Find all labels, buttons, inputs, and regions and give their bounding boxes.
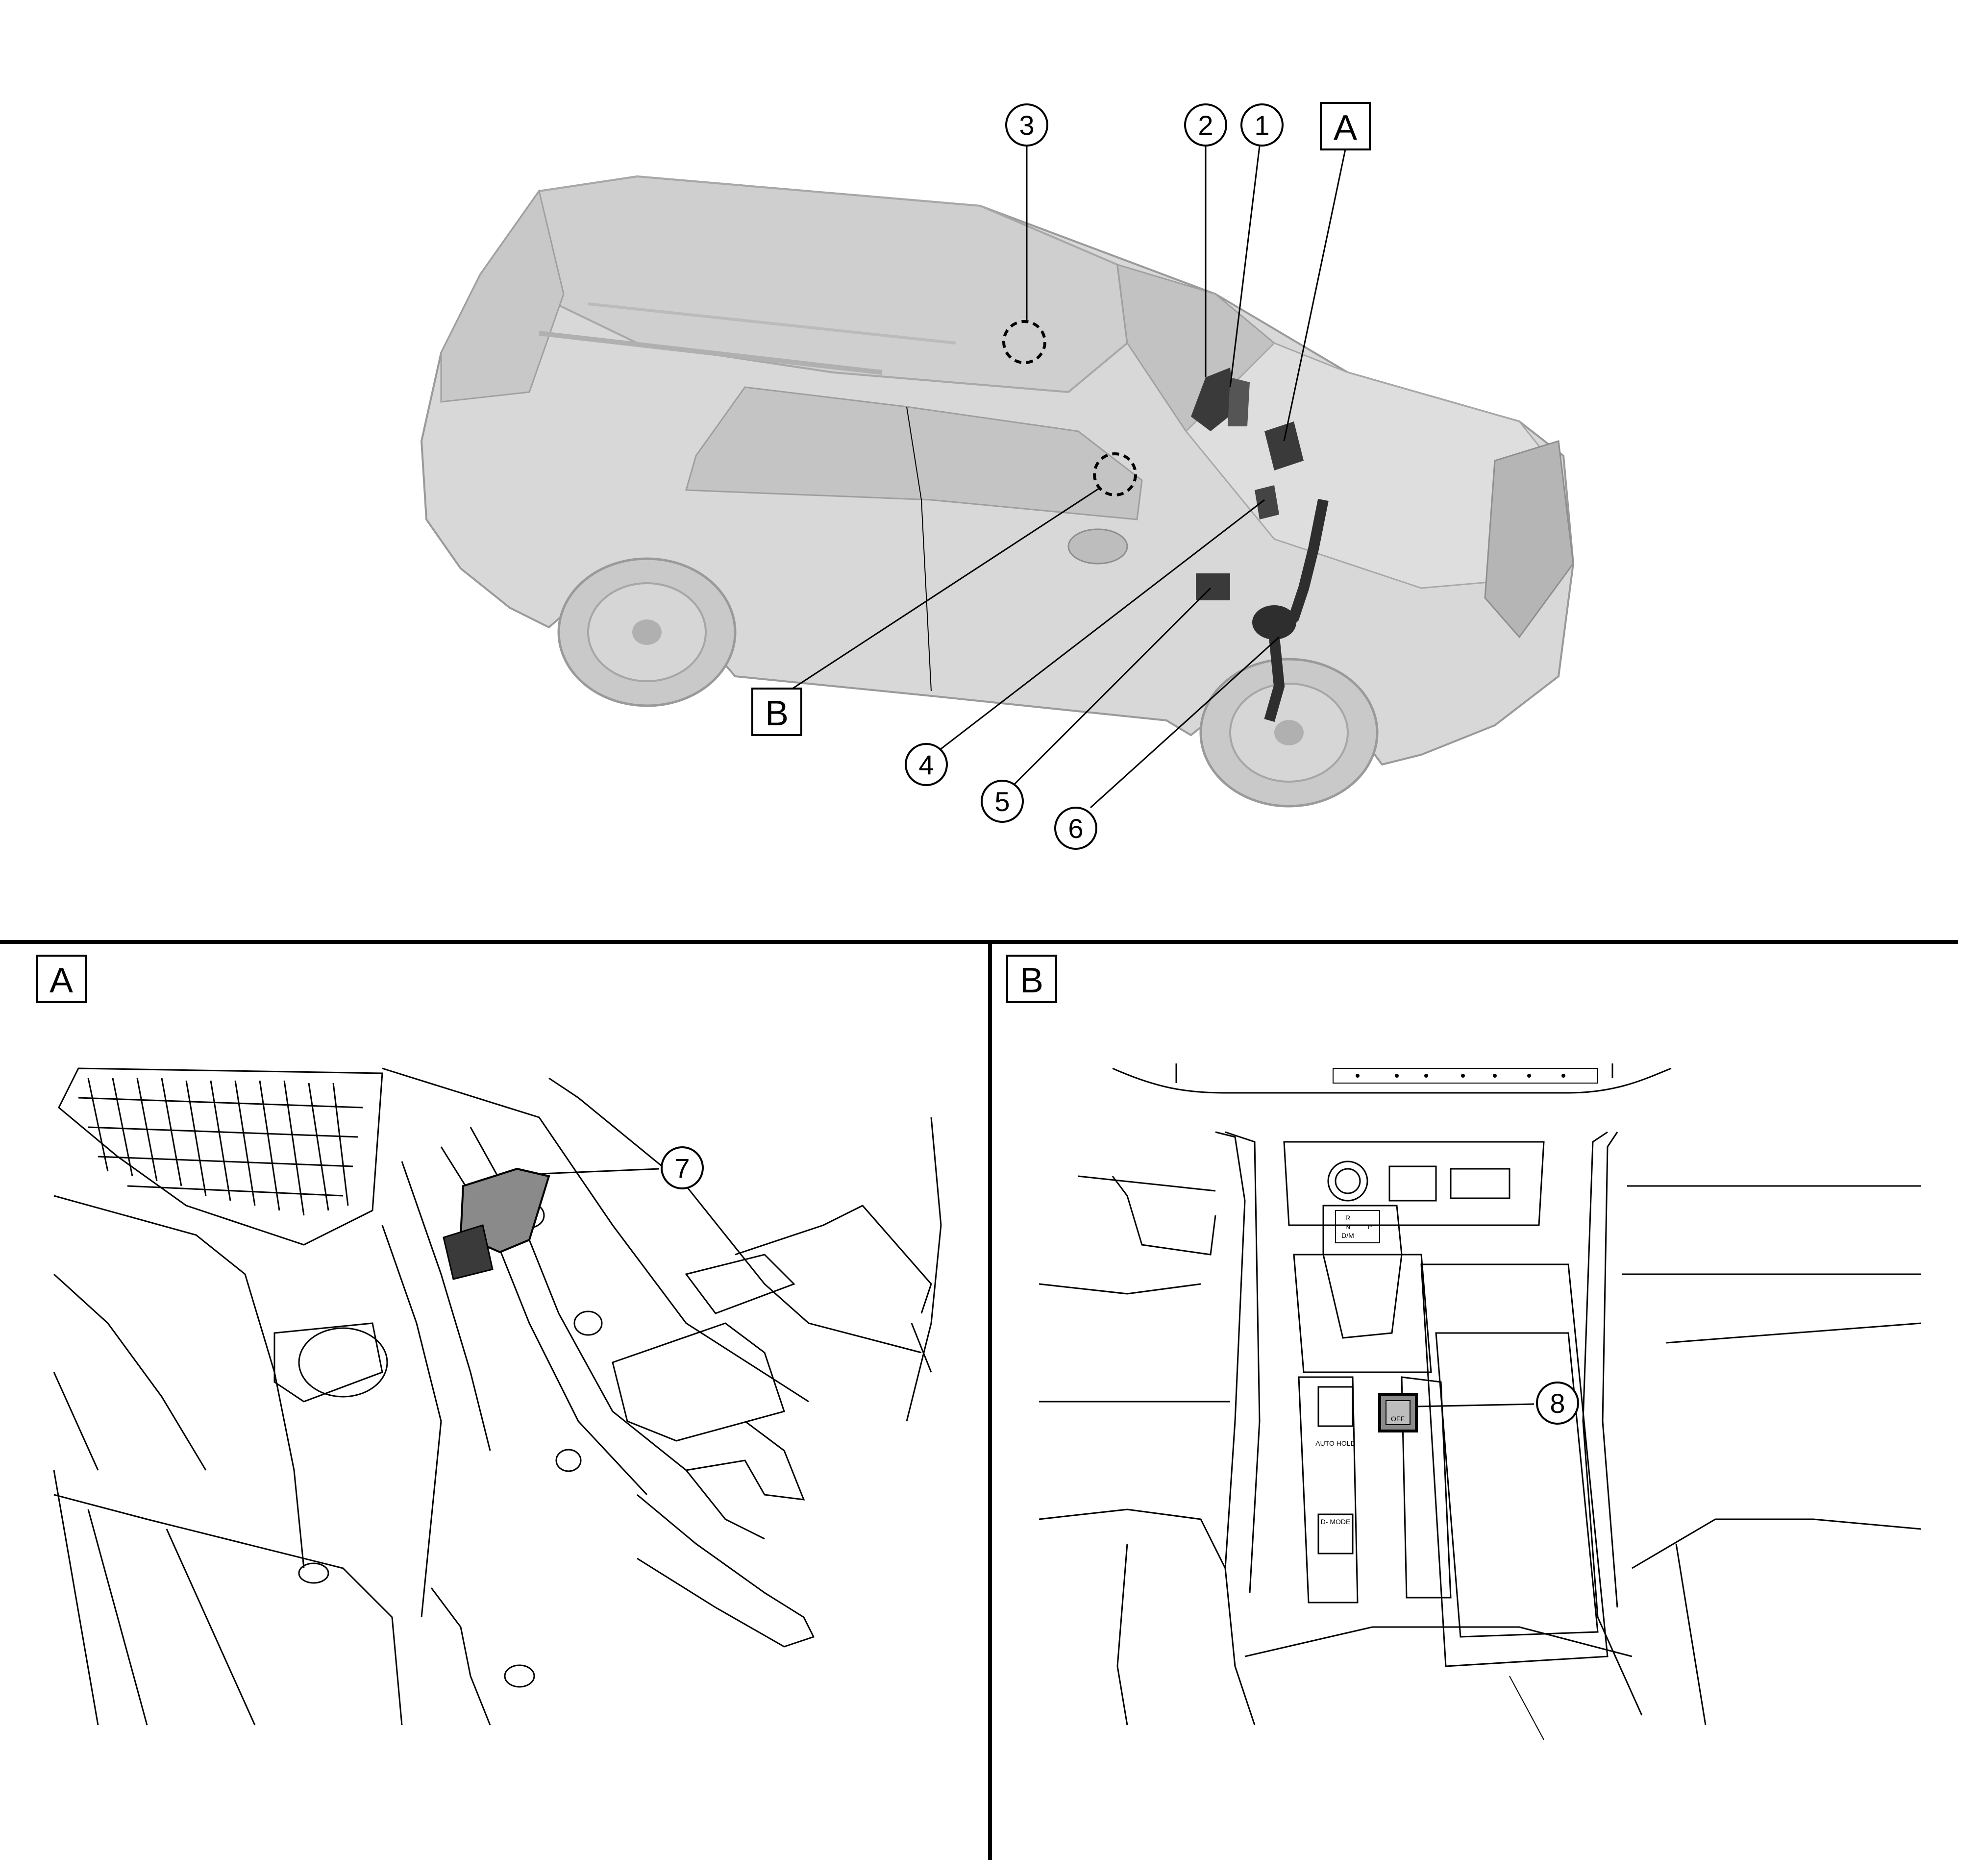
location-b-marker [1093, 452, 1137, 496]
detail-b-panel: B [1006, 955, 1922, 1740]
view-a-box: A [1320, 102, 1371, 150]
climate-icons [1356, 1074, 1565, 1078]
callout-3: 3 [1005, 103, 1048, 147]
component-4 [1255, 485, 1279, 519]
callout-2-label: 2 [1198, 110, 1213, 141]
vehicle-rear-glass [440, 189, 565, 403]
front-wheel [1199, 658, 1379, 808]
shifter-dm-label: D/M [1341, 1232, 1354, 1239]
shifter-n-label: N [1345, 1223, 1350, 1231]
component-2 [1191, 368, 1235, 431]
rear-wheel [557, 557, 737, 707]
callout-5: 5 [981, 780, 1024, 823]
component-8: OFF [1378, 1393, 1418, 1432]
component-7 [443, 1167, 550, 1280]
callout-4-label: 4 [918, 749, 934, 780]
detail-a-label: A [50, 961, 73, 1000]
callout-6: 6 [1054, 807, 1097, 850]
callout-6-label: 6 [1068, 813, 1083, 844]
detail-a-panel: A [36, 955, 942, 1726]
detail-a-box: A [36, 955, 87, 1003]
off-label: OFF [1391, 1415, 1405, 1423]
view-b-box: B [751, 688, 802, 736]
overview-leaders [792, 146, 1346, 809]
vehicle-mirror [1067, 528, 1128, 565]
shifter-r-label: R [1345, 1214, 1350, 1222]
callout-1: 1 [1240, 103, 1284, 147]
component-6 [1252, 498, 1329, 722]
callout-8: 8 [1536, 1382, 1579, 1425]
callout-7: 7 [661, 1146, 704, 1189]
detail-b-box: B [1006, 955, 1057, 1003]
callout-7-label: 7 [674, 1153, 690, 1184]
callout-5-label: 5 [994, 786, 1010, 817]
dashboard-trim [1112, 1063, 1672, 1094]
callout-2: 2 [1184, 103, 1227, 147]
pedal-assembly [53, 1067, 942, 1726]
callout-4: 4 [905, 743, 948, 786]
component-5 [1196, 573, 1230, 600]
location-3-marker [1002, 320, 1046, 364]
d-mode-label: D- MODE [1321, 1518, 1351, 1526]
center-console: R N D/M P AUTO HOLD D- MODE [1039, 1131, 1922, 1740]
callout-8-label: 8 [1550, 1388, 1565, 1419]
vehicle-overview [420, 175, 1575, 808]
detail-b-label: B [1020, 961, 1043, 1000]
callout-1-label: 1 [1254, 110, 1269, 141]
shifter-p-label: P [1367, 1223, 1372, 1231]
vehicle-grille [1484, 440, 1574, 639]
auto-hold-label: AUTO HOLD [1315, 1439, 1355, 1447]
view-b-label: B [765, 694, 789, 733]
component-7-overview [1264, 421, 1304, 470]
view-a-label: A [1334, 108, 1357, 148]
fuse-box [58, 1067, 383, 1246]
component-1 [1228, 377, 1250, 426]
callout-3-label: 3 [1019, 110, 1034, 141]
